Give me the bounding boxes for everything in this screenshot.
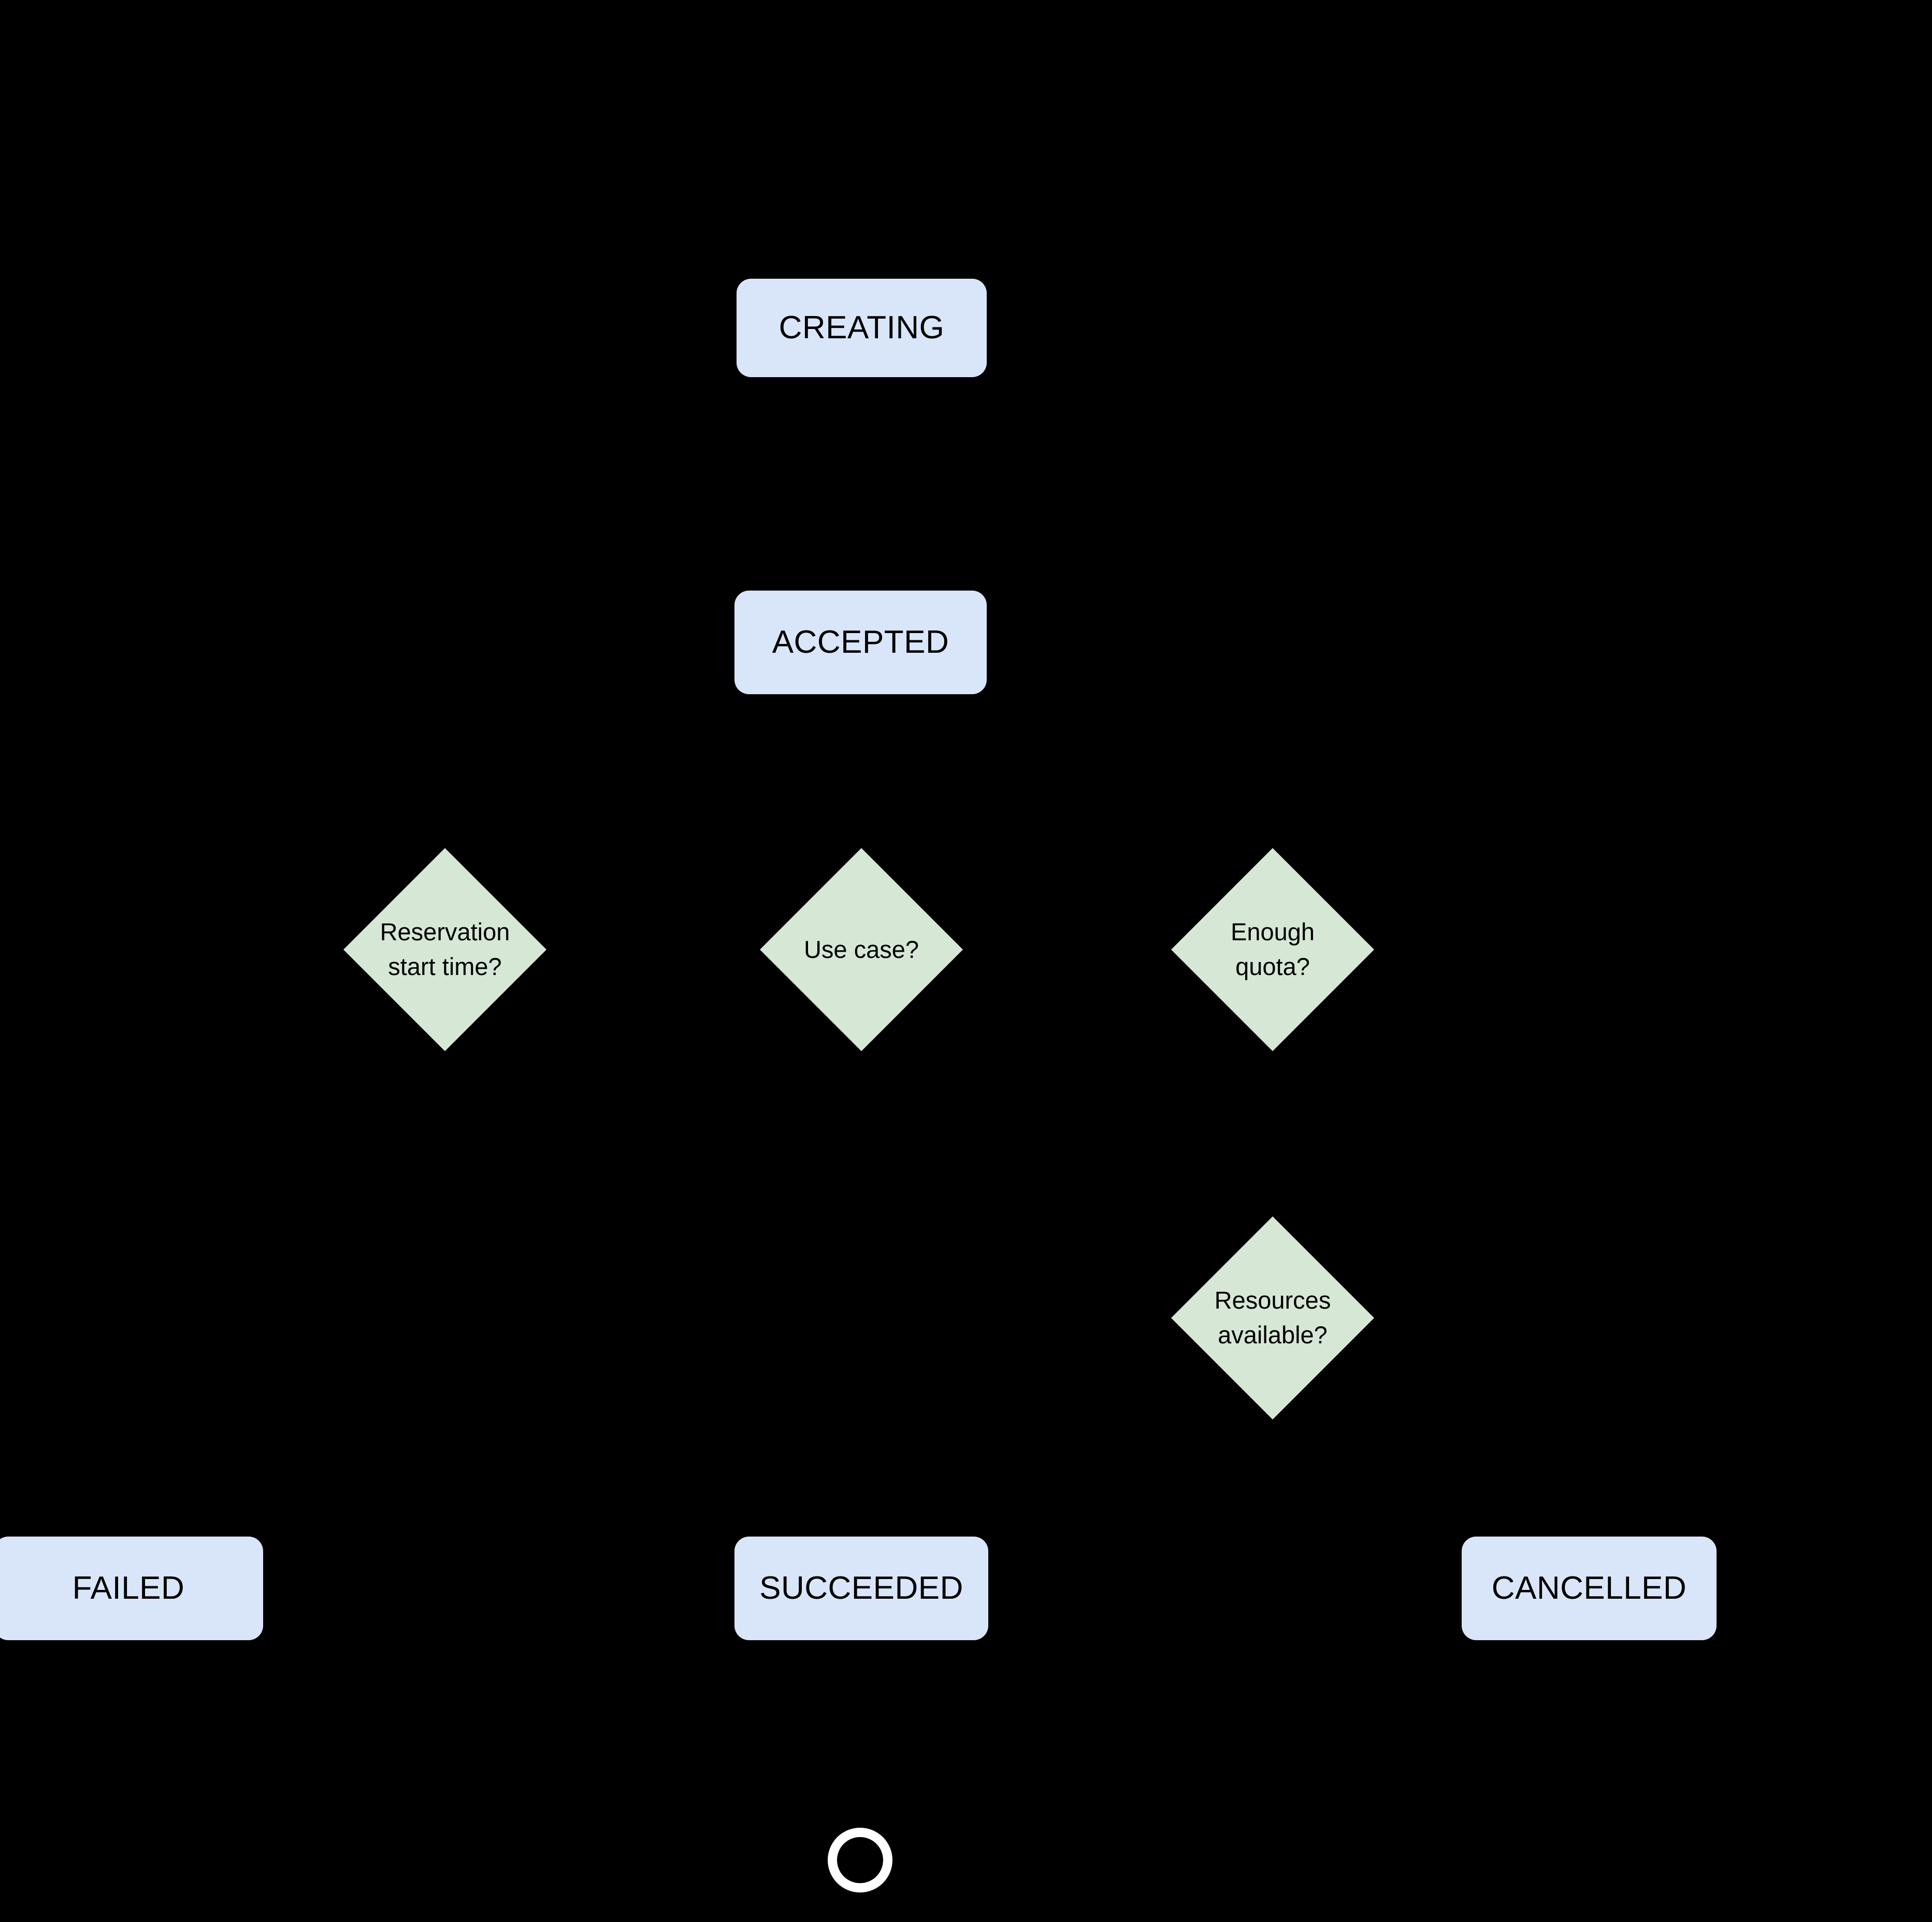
state-node-failed[interactable]: FAILED — [0, 1537, 263, 1640]
state-node-cancelled[interactable]: CANCELLED — [1462, 1537, 1717, 1640]
decision-label-reservation-start-time: Reservation start time? — [380, 918, 510, 980]
state-node-accepted[interactable]: ACCEPTED — [734, 591, 987, 694]
state-node-succeeded[interactable]: SUCCEEDED — [734, 1537, 988, 1640]
edge-accepted-to-reservation — [443, 699, 863, 838]
decision-node-resources-available[interactable]: Resources available? — [1171, 1216, 1374, 1419]
decision-label-use-case: Use case? — [803, 935, 919, 963]
decision-node-use-case[interactable]: Use case? — [760, 848, 963, 1051]
arrowhead-quota-resources — [1263, 1197, 1282, 1216]
arrowhead-accepted-usecase — [852, 828, 871, 848]
end-terminal-icon — [828, 1828, 892, 1892]
decision-label-resources-available: Resources available? — [1214, 1286, 1331, 1349]
decision-label-enough-quota: Enough quota? — [1230, 918, 1315, 980]
decision-node-reservation-start-time[interactable]: Reservation start time? — [343, 848, 546, 1051]
edge-reservation-to-failed — [130, 1051, 447, 1539]
edge-failed-to-end — [130, 1640, 863, 1824]
arrowhead-accepted-reservation — [436, 828, 454, 848]
decision-node-enough-quota[interactable]: Enough quota? — [1171, 848, 1374, 1051]
state-label-creating: CREATING — [778, 309, 945, 346]
edge-quota-to-cancelled — [1374, 948, 1589, 1539]
edge-cancelled-to-end — [861, 1640, 1589, 1779]
edge-accepted-to-quota — [859, 699, 1275, 838]
state-node-creating[interactable]: CREATING — [737, 279, 987, 377]
state-label-cancelled: CANCELLED — [1491, 1570, 1687, 1606]
edge-resources-to-cancelled — [1271, 1419, 1587, 1489]
state-label-accepted: ACCEPTED — [772, 624, 949, 660]
state-label-failed: FAILED — [72, 1570, 185, 1606]
arrowhead-accepted-quota — [1263, 828, 1282, 848]
state-label-succeeded: SUCCEEDED — [759, 1570, 963, 1606]
